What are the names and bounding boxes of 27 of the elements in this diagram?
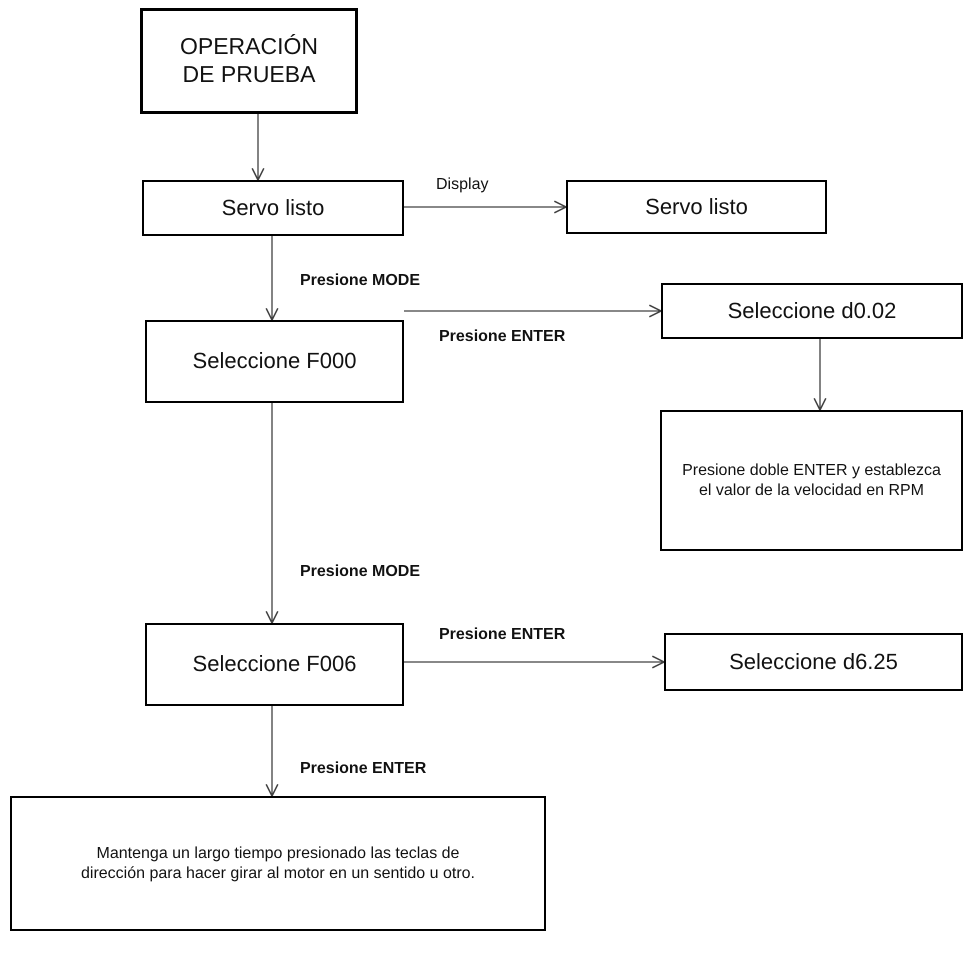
process-box [142, 180, 404, 236]
box-text: Seleccione d0.02 [728, 298, 896, 324]
process-box [140, 8, 358, 114]
process-box [10, 796, 546, 931]
arrow [404, 304, 662, 318]
arrow [265, 403, 279, 624]
process-box [661, 283, 963, 339]
process-box [664, 633, 963, 691]
arrow [251, 114, 265, 181]
box-text: Servo listo [222, 194, 324, 222]
arrow [404, 200, 567, 214]
box-text: Presione doble ENTER y establezca el valor de la velocidad en RPM [681, 461, 942, 500]
process-box [145, 623, 404, 706]
process-box [660, 410, 963, 551]
box-text: Seleccione F006 [192, 651, 356, 678]
box-text: Mantenga un largo tiempo presionado las teclas de dirección para hacer girar al motor en un sentido u otro. [80, 844, 476, 883]
arrow [813, 339, 827, 411]
edge-label: Display [434, 176, 490, 194]
arrow [265, 706, 279, 797]
box-text: Seleccione d6.25 [729, 648, 898, 676]
arrow [404, 655, 665, 669]
box-text: Seleccione F000 [192, 348, 356, 375]
box-text: OPERACIÓN DE PRUEBA [178, 33, 320, 89]
box-text: Servo listo [645, 194, 748, 220]
process-box [566, 180, 827, 234]
process-box [145, 320, 404, 403]
arrow [265, 236, 279, 321]
